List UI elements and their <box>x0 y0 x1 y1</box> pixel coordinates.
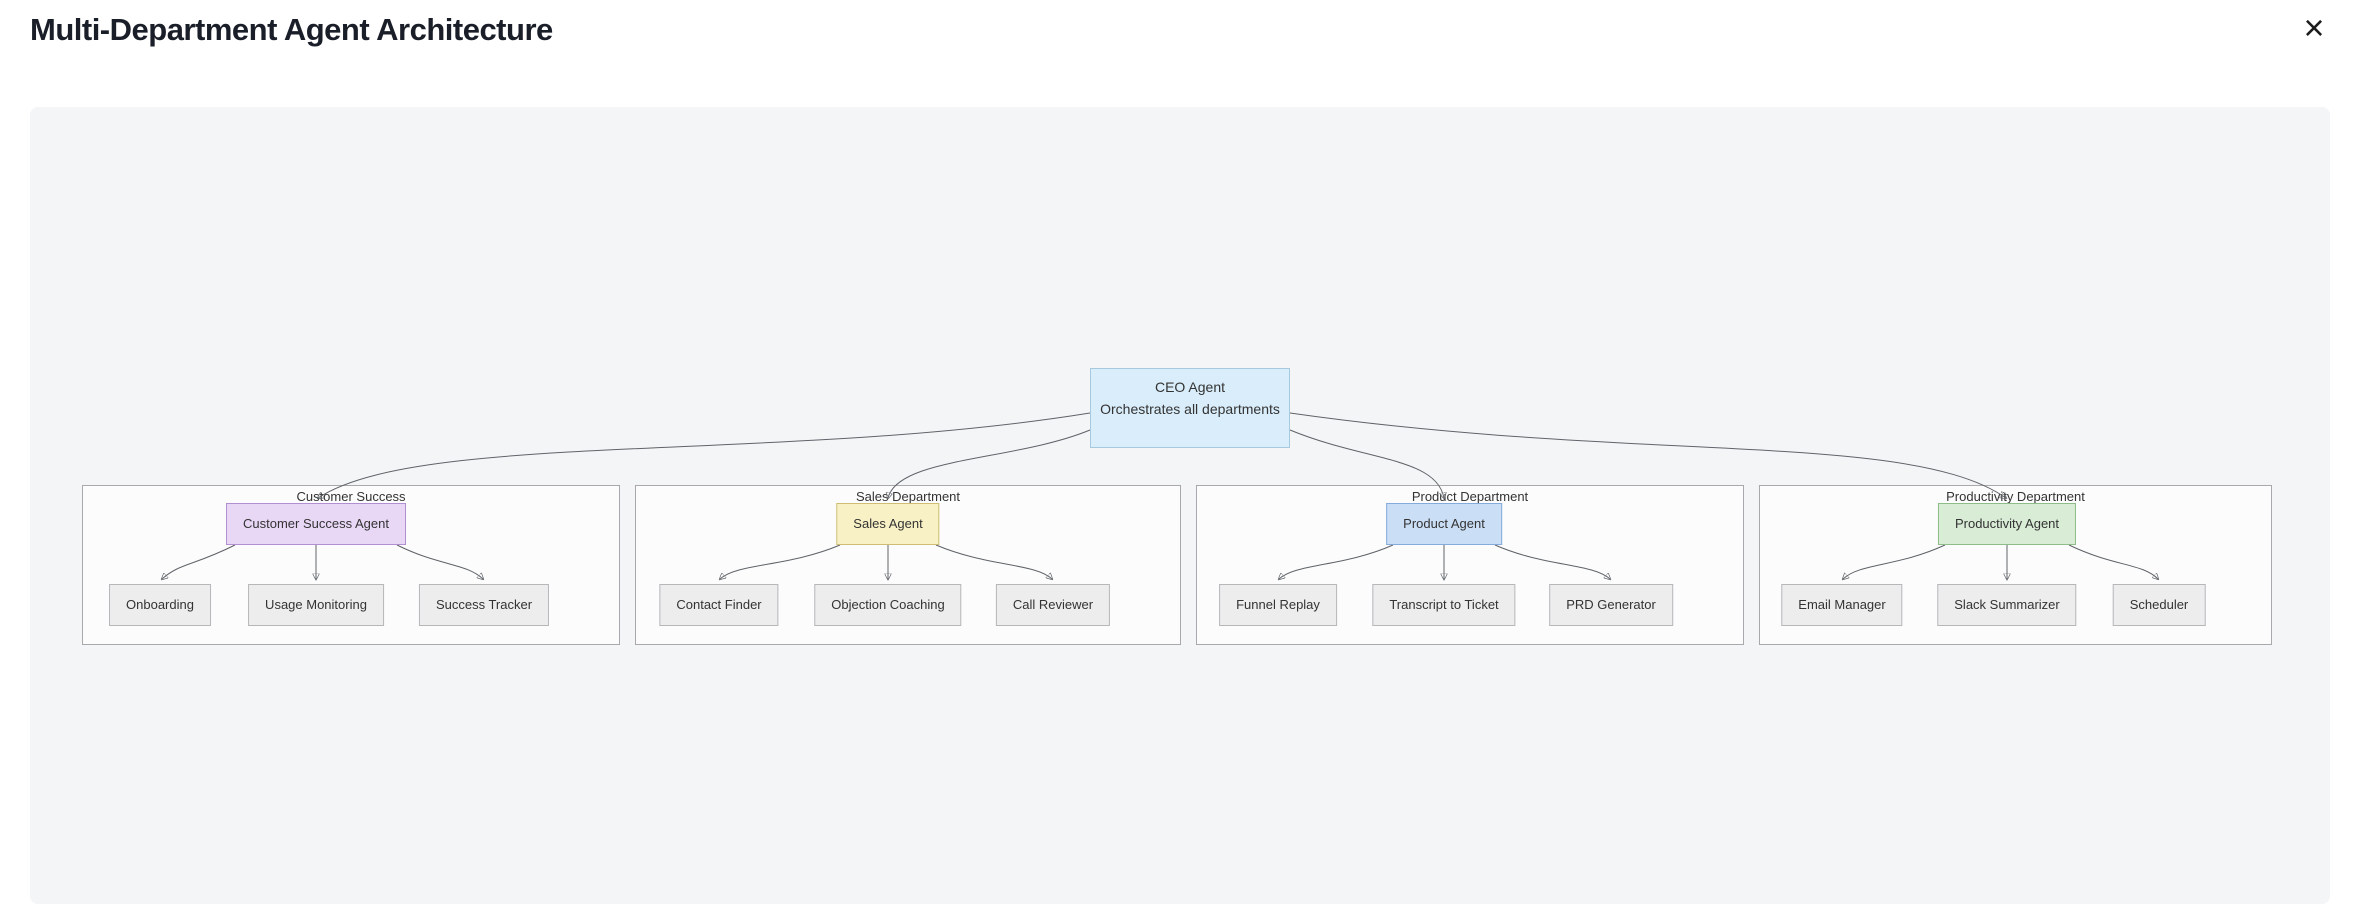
node-funnel-replay: Funnel Replay <box>1219 584 1337 626</box>
department-label: Sales Department <box>855 489 961 504</box>
node-email-manager: Email Manager <box>1781 584 1903 626</box>
node-scheduler: Scheduler <box>2112 584 2206 626</box>
node-transcript-to-ticket: Transcript to Ticket <box>1372 584 1516 626</box>
node-prd-generator: PRD Generator <box>1549 584 1673 626</box>
node-usage-monitoring: Usage Monitoring <box>248 584 384 626</box>
node-call-reviewer: Call Reviewer <box>995 584 1111 626</box>
department-label: Productivity Department <box>1946 489 2085 504</box>
node-success-tracker: Success Tracker <box>418 584 550 626</box>
node-product-agent: Product Agent <box>1386 503 1502 545</box>
node-productivity-agent: Productivity Agent <box>1937 503 2077 545</box>
diagram-canvas: Customer Success Sales Department Produc… <box>30 107 2330 904</box>
node-customer-success-agent: Customer Success Agent <box>226 503 406 545</box>
node-sales-agent: Sales Agent <box>836 503 940 545</box>
node-slack-summarizer: Slack Summarizer <box>1937 584 2077 626</box>
department-label: Customer Success <box>296 489 406 504</box>
node-ceo-agent: CEO Agent Orchestrates all departments <box>1090 368 1290 448</box>
modal-title: Multi-Department Agent Architecture <box>30 12 553 47</box>
node-contact-finder: Contact Finder <box>659 584 779 626</box>
ceo-node-subtitle: Orchestrates all departments <box>1100 401 1280 417</box>
ceo-node-title: CEO Agent <box>1154 379 1226 395</box>
close-icon[interactable]: × <box>2292 6 2336 50</box>
node-onboarding: Onboarding <box>109 584 211 626</box>
department-label: Product Department <box>1411 489 1529 504</box>
node-objection-coaching: Objection Coaching <box>814 584 962 626</box>
